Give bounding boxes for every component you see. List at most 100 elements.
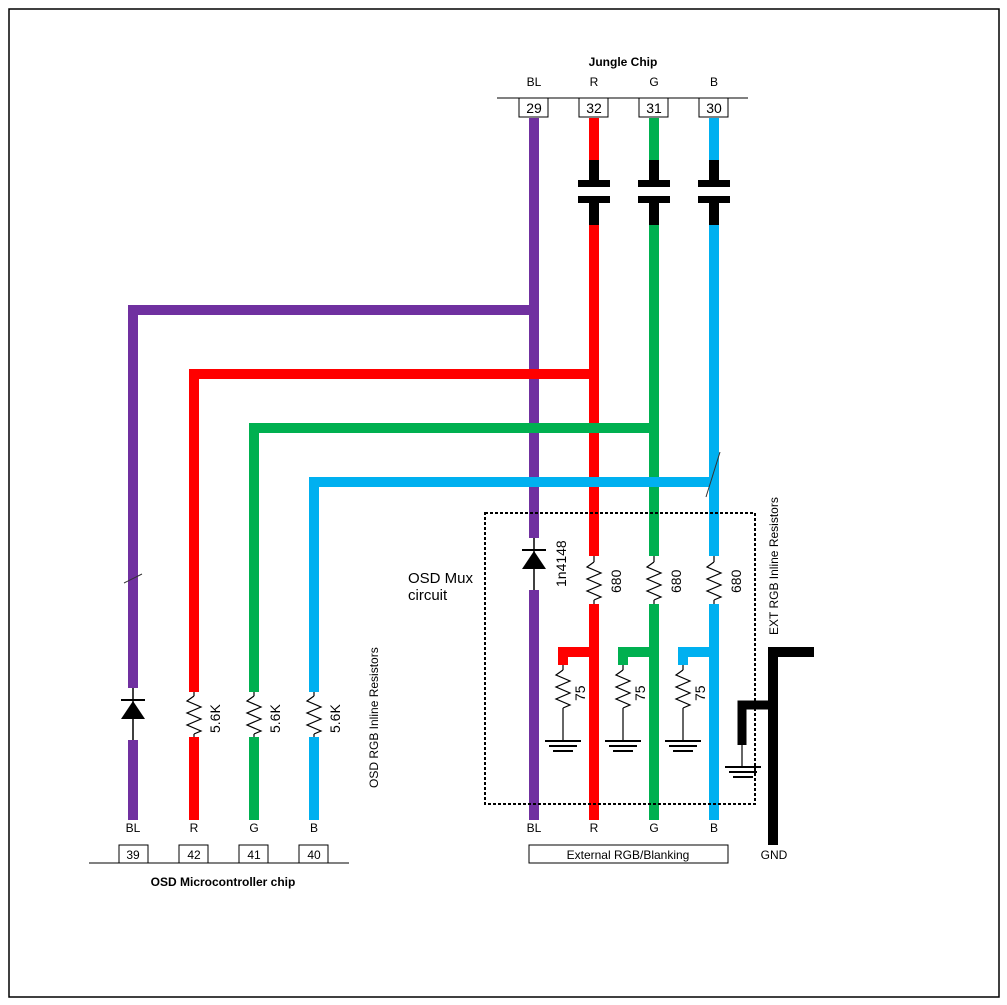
jungle-pin-r: R 32 bbox=[578, 75, 609, 118]
osd-pin-signal: R bbox=[190, 821, 199, 835]
g-wire bbox=[249, 118, 659, 820]
osd-resistor-g bbox=[245, 692, 263, 737]
jungle-pin-box bbox=[578, 97, 609, 118]
resistor-zigzag bbox=[585, 561, 603, 601]
ext-resistors-label: EXT RGB Inline Resistors bbox=[767, 497, 781, 635]
resistor-zigzag bbox=[645, 561, 663, 601]
capacitor-b bbox=[698, 160, 730, 225]
gnd-bus bbox=[725, 647, 814, 845]
mux-resistor-r-value: 680 bbox=[608, 569, 624, 593]
osd-resistor-b bbox=[305, 692, 323, 737]
capacitor-lead bbox=[649, 203, 659, 225]
coupling-capacitors bbox=[578, 160, 730, 225]
capacitor-lead bbox=[589, 160, 599, 180]
jungle-pin-signal: BL bbox=[527, 75, 542, 89]
jungle-chip-pins: BL 29 R 32 G 31 B 30 bbox=[518, 75, 729, 118]
mux-diode-symbol bbox=[522, 538, 546, 590]
jungle-pin-box bbox=[638, 97, 669, 118]
gnd-bus-wire bbox=[768, 647, 814, 845]
diode-triangle bbox=[522, 551, 546, 569]
capacitor-plate bbox=[578, 180, 610, 187]
diagram-frame bbox=[8, 8, 1000, 998]
osd-inline-resistors bbox=[185, 692, 323, 737]
resistor-zigzag bbox=[245, 695, 263, 735]
jungle-pin-number: 29 bbox=[526, 100, 542, 116]
osd-resistor-b-value: 5.6K bbox=[327, 704, 343, 733]
g-wire-term-tap bbox=[618, 647, 654, 665]
r-wire-osd-route bbox=[189, 369, 594, 692]
capacitor-plate bbox=[698, 196, 730, 203]
capacitor-plate bbox=[638, 196, 670, 203]
termination-g bbox=[605, 665, 641, 752]
osd-chip-title: OSD Microcontroller chip bbox=[151, 875, 296, 889]
diode-triangle bbox=[121, 701, 145, 719]
capacitor-plate bbox=[578, 196, 610, 203]
resistor-zigzag bbox=[554, 669, 572, 709]
external-pin-signal: B bbox=[710, 821, 718, 835]
jungle-pin-box bbox=[518, 97, 549, 118]
capacitor-lead bbox=[649, 160, 659, 180]
osd-mux-label-line1: OSD Mux bbox=[408, 570, 474, 587]
resistor-zigzag bbox=[674, 669, 692, 709]
termination-r bbox=[545, 665, 581, 752]
b-wire-osd-route bbox=[309, 477, 714, 692]
b-wire bbox=[309, 118, 719, 820]
termination-r-value: 75 bbox=[572, 685, 588, 701]
termination-resistors bbox=[545, 665, 701, 752]
capacitor-lead bbox=[709, 160, 719, 180]
g-wire-osd-route bbox=[249, 423, 654, 692]
jungle-pin-bl: BL 29 bbox=[518, 75, 549, 118]
osd-mux-label-line2: circuit bbox=[408, 587, 448, 604]
osd-chip-pins: BL 39 R 42 G 41 B 40 bbox=[118, 821, 329, 864]
external-pin-signal: BL bbox=[527, 821, 542, 835]
mux-series-resistors bbox=[585, 556, 723, 604]
resistor-zigzag bbox=[614, 669, 632, 709]
termination-b bbox=[665, 665, 701, 752]
jungle-pin-number: 32 bbox=[586, 100, 602, 116]
crossing-tick-b bbox=[705, 451, 721, 498]
diode-label: 1n4148 bbox=[553, 540, 569, 587]
jungle-pin-number: 30 bbox=[706, 100, 722, 116]
jungle-pin-g: G 31 bbox=[638, 75, 669, 118]
mux-resistor-r bbox=[585, 556, 603, 604]
gnd-bus-branch bbox=[737, 700, 773, 745]
r-wire-term-tap bbox=[558, 647, 594, 665]
jungle-pin-box bbox=[698, 97, 729, 118]
gnd-label: GND bbox=[761, 848, 788, 862]
external-connector-title: External RGB/Blanking bbox=[567, 848, 690, 862]
jungle-pin-signal: G bbox=[649, 75, 658, 89]
osd-pin-signal: B bbox=[310, 821, 318, 835]
mux-resistor-g-value: 680 bbox=[668, 569, 684, 593]
resistor-zigzag bbox=[305, 695, 323, 735]
resistor-zigzag bbox=[705, 561, 723, 601]
resistor-zigzag bbox=[185, 695, 203, 735]
termination-g-value: 75 bbox=[632, 685, 648, 701]
jungle-pin-signal: B bbox=[710, 75, 718, 89]
mux-resistor-b bbox=[705, 556, 723, 604]
crossing-tick-bl bbox=[123, 573, 143, 584]
osd-pin-signal: G bbox=[249, 821, 258, 835]
osd-pin-g: G 41 bbox=[238, 821, 269, 864]
capacitor-lead bbox=[709, 203, 719, 225]
osd-mux-box bbox=[484, 512, 756, 805]
jungle-chip-title: Jungle Chip bbox=[589, 55, 658, 69]
osd-pin-r: R 42 bbox=[178, 821, 209, 864]
mux-resistor-b-value: 680 bbox=[728, 569, 744, 593]
external-pins: BL R G B bbox=[527, 821, 718, 835]
osd-resistors-label: OSD RGB Inline Resistors bbox=[367, 647, 381, 788]
osd-resistor-g-value: 5.6K bbox=[267, 704, 283, 733]
mux-resistor-g bbox=[645, 556, 663, 604]
osd-pin-number: 40 bbox=[307, 848, 321, 862]
capacitor-g bbox=[638, 160, 670, 225]
osd-pin-number: 39 bbox=[126, 848, 140, 862]
r-wire bbox=[189, 118, 599, 820]
jungle-pin-signal: R bbox=[590, 75, 599, 89]
external-pin-signal: R bbox=[590, 821, 599, 835]
external-connector-box bbox=[528, 844, 729, 864]
jungle-pin-number: 31 bbox=[646, 100, 662, 116]
external-pin-signal: G bbox=[649, 821, 658, 835]
capacitor-lead bbox=[589, 203, 599, 225]
osd-pin-b: B 40 bbox=[298, 821, 329, 864]
